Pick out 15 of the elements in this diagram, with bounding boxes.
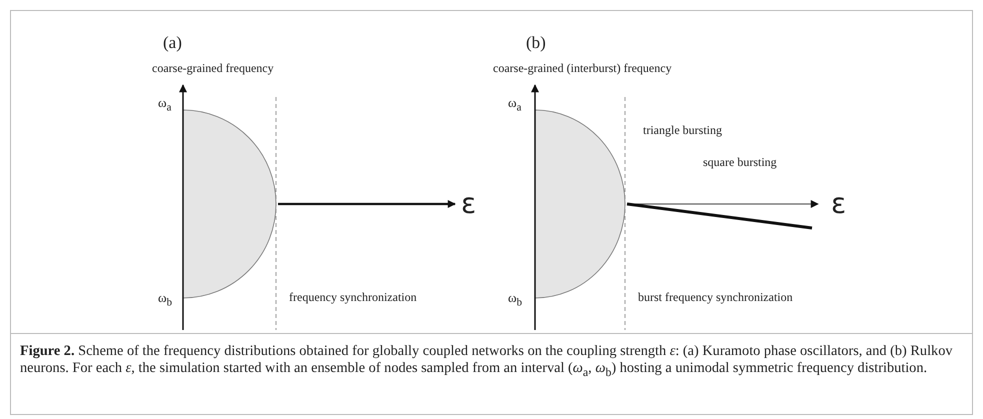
axis-label: ε — [461, 190, 476, 218]
region-label: burst frequency synchronization — [638, 291, 793, 303]
axis-label: ε — [831, 190, 846, 218]
figure-caption: Figure 2. Scheme of the frequency distributions obtained for globally coupled networks on the coupling strength ε: (a) Kuramoto phase oscillators, and (b) Rulkov neurons. For each ε, the simulation started with an ensemble of nodes sampled from an interval (ω$_{a}$, ω$_{b}$) hosting a unimodal symmetric frequency distribution. — [20, 343, 954, 381]
axis-tick-label: ω$_{b}$ — [508, 291, 522, 308]
region-label: square bursting — [703, 156, 777, 168]
axis-title: coarse-grained frequency — [152, 62, 274, 74]
axis-tick-label: ω$_{a}$ — [158, 96, 172, 114]
axis-title: coarse-grained (interburst) frequency — [493, 62, 672, 74]
region-label: frequency synchronization — [289, 291, 417, 303]
region-label: triangle bursting — [643, 124, 722, 136]
panel-label: (b) — [526, 34, 546, 51]
axis-tick-label: ω$_{a}$ — [508, 96, 522, 114]
panel-label: (a) — [163, 34, 182, 51]
axis-tick-label: ω$_{b}$ — [158, 291, 172, 308]
